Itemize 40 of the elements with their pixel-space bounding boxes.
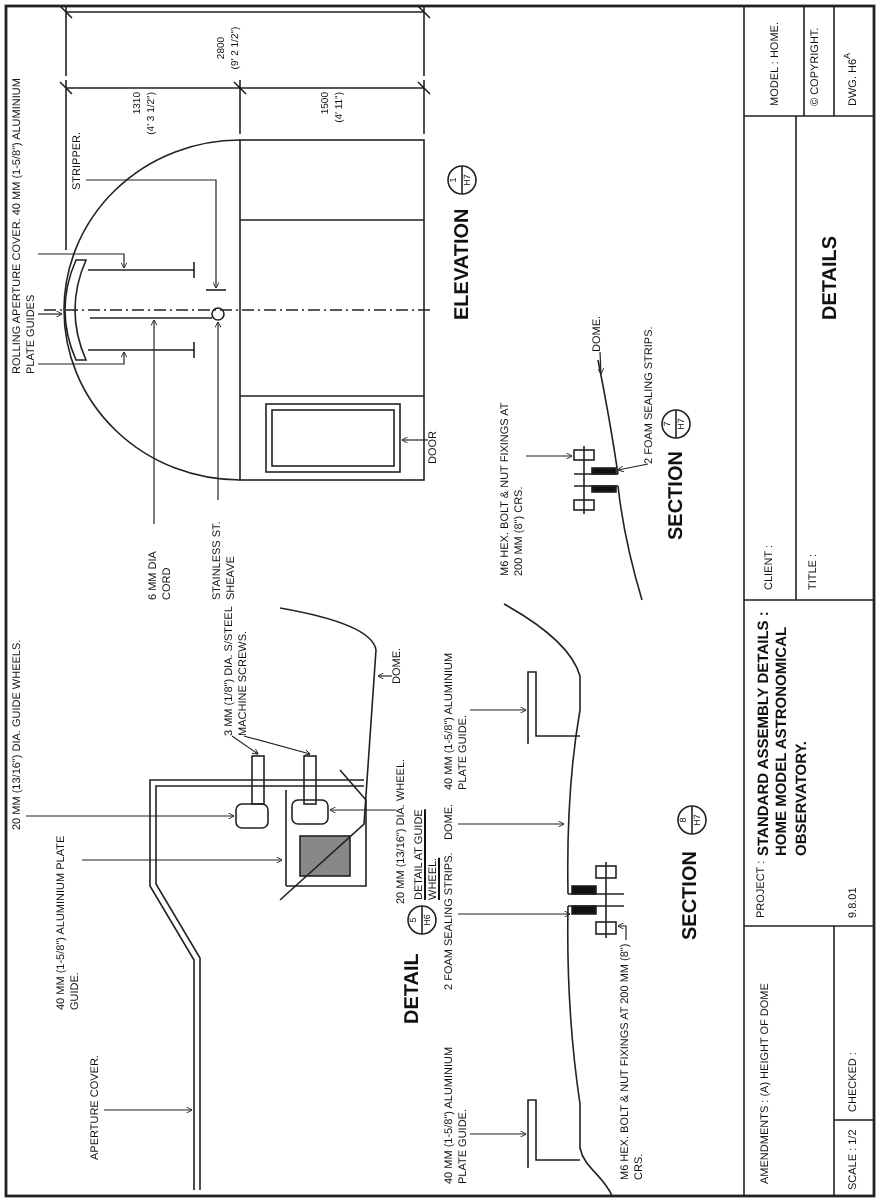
view-title: SECTION (680, 851, 704, 940)
dome-shell (279, 607, 377, 901)
stripper (205, 289, 227, 291)
leader-line (469, 1130, 527, 1138)
leader-line (243, 735, 311, 756)
bolt (595, 861, 617, 939)
leader-line (214, 321, 222, 501)
foam-strip (591, 467, 617, 493)
leader-line (377, 672, 393, 680)
view-title: DETAIL (402, 953, 426, 1024)
leader-line (401, 436, 429, 444)
leader-line (597, 351, 605, 375)
machine-screw (251, 755, 265, 805)
leader-line (469, 706, 527, 714)
leader-line (617, 922, 627, 941)
leader-line (37, 351, 128, 365)
leader-line (37, 253, 128, 269)
view-title: ELEVATION (452, 208, 476, 320)
door (265, 403, 401, 473)
leader-line (85, 179, 220, 289)
leader-line (617, 463, 649, 473)
dome-shell (597, 359, 643, 601)
view-title: SECTION (666, 451, 690, 540)
sheave (211, 307, 225, 321)
leader-line (457, 820, 565, 828)
plate-guide (87, 261, 195, 279)
leader-line (525, 452, 573, 460)
bolt (573, 445, 595, 515)
leader-line (103, 1106, 193, 1114)
leader-line (81, 856, 283, 864)
aperture-cover (64, 259, 87, 361)
leader-line (329, 806, 397, 814)
leader-line (37, 310, 63, 318)
leader-line (457, 910, 571, 918)
aperture-cover (149, 779, 365, 1191)
leader-line (150, 319, 158, 525)
leader-line (231, 735, 259, 755)
leader-line (25, 812, 235, 820)
drawing-title: DETAILS (820, 235, 844, 320)
plate-guide (87, 341, 195, 359)
